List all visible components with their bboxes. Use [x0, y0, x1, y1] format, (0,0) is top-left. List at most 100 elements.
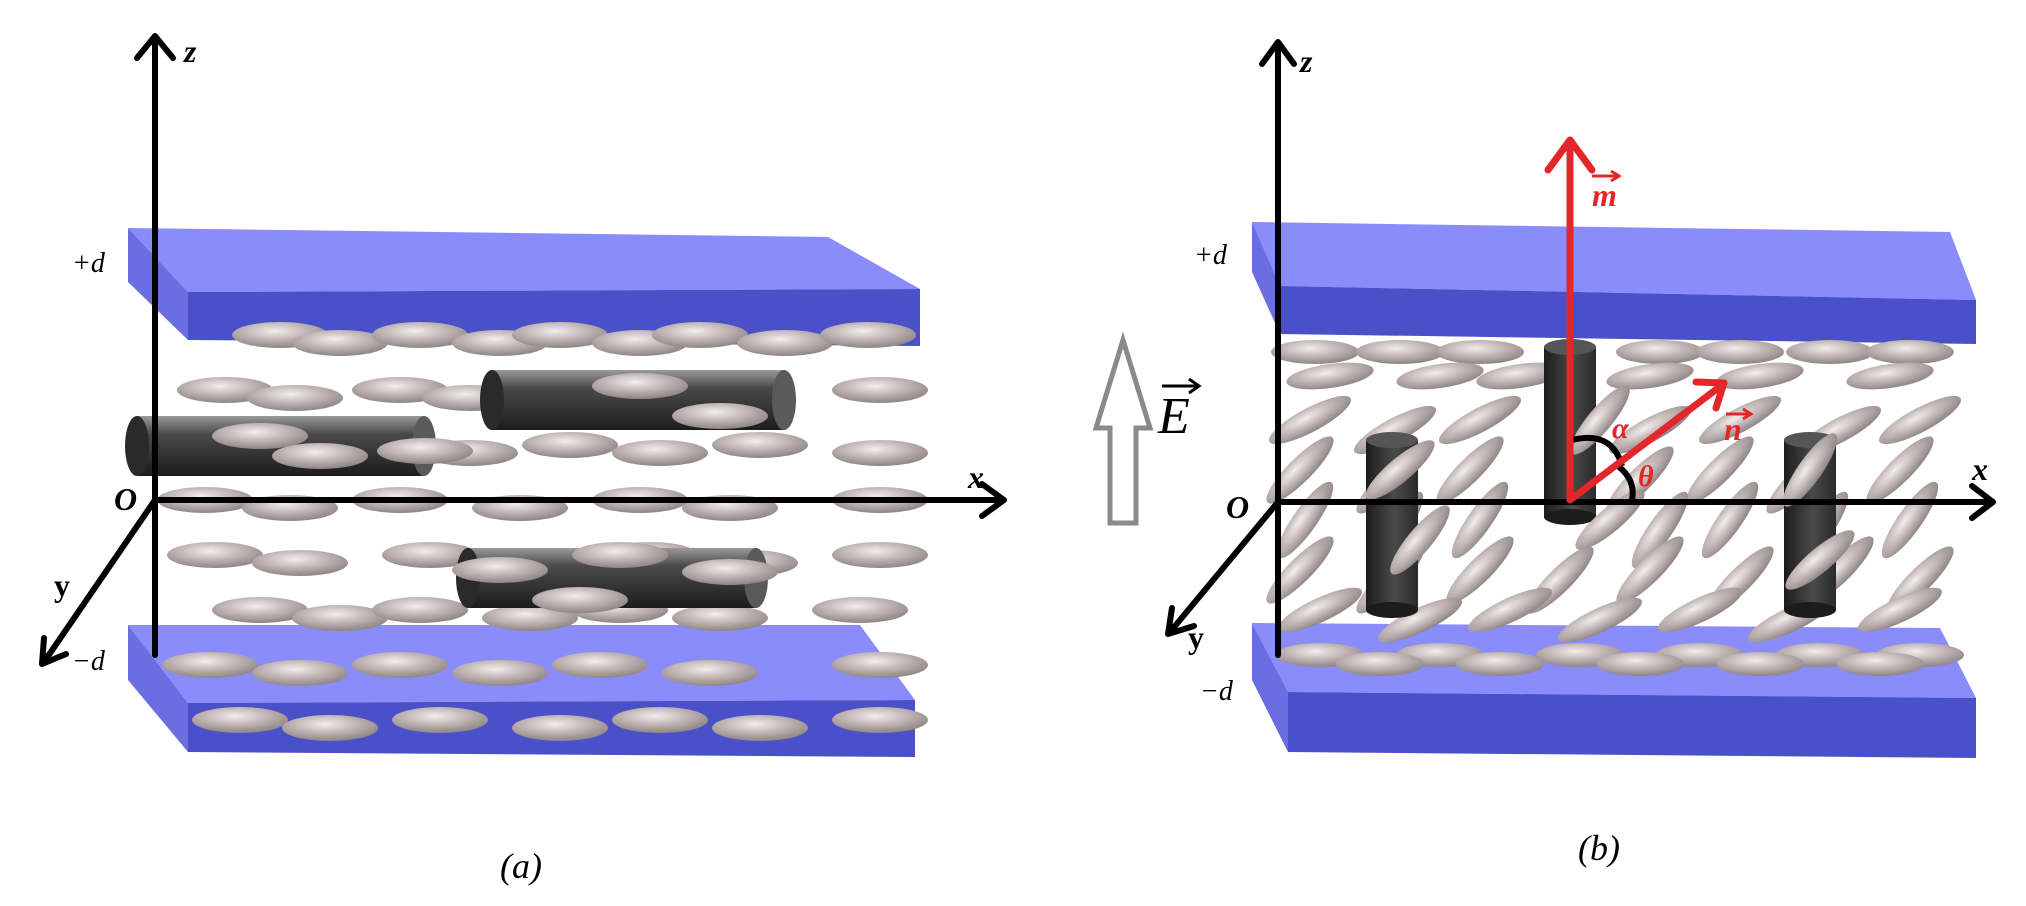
theta-label: θ — [1638, 460, 1654, 493]
molecule — [682, 559, 778, 585]
molecule — [162, 652, 258, 678]
molecule — [1446, 536, 1514, 604]
molecule — [1596, 652, 1684, 676]
molecule — [1378, 597, 1462, 643]
molecule — [672, 605, 768, 631]
panel-a: z x y O +d −d (a) — [39, 33, 1007, 886]
molecule — [832, 440, 928, 466]
molecule — [1785, 530, 1855, 590]
panel-b: z x y O +d −d (b) m n α θ — [1165, 39, 1996, 868]
molecule — [1268, 395, 1352, 445]
molecule — [282, 715, 378, 741]
molecule — [392, 707, 488, 733]
molecule — [652, 322, 748, 348]
molecule — [1456, 652, 1544, 676]
x-axis-label: x — [967, 459, 984, 495]
molecule — [512, 322, 608, 348]
molecule — [612, 440, 708, 466]
molecule — [1782, 433, 1838, 507]
bottom-plate-label: −d — [72, 646, 106, 677]
x-axis-label: x — [1971, 451, 1988, 487]
y-axis-label: y — [1188, 619, 1204, 655]
vector-m — [1544, 136, 1596, 504]
molecule — [1575, 490, 1645, 550]
molecule — [1438, 395, 1522, 445]
axes — [39, 33, 1007, 667]
axes — [1165, 39, 1996, 658]
molecule — [292, 330, 388, 356]
molecule — [212, 597, 308, 623]
molecule — [272, 443, 368, 469]
molecule — [247, 385, 343, 411]
vector-n — [1566, 378, 1728, 504]
molecule — [252, 550, 348, 576]
top-plate-label: +d — [1194, 240, 1228, 271]
molecule — [292, 605, 388, 631]
molecule — [1608, 405, 1692, 455]
molecule — [812, 597, 908, 623]
molecule — [1468, 587, 1552, 633]
molecule — [832, 652, 928, 678]
molecule — [192, 707, 288, 733]
molecule — [1336, 652, 1424, 676]
molecule — [1436, 340, 1524, 364]
z-axis-label: z — [183, 33, 197, 69]
molecule — [452, 660, 548, 686]
molecule — [1716, 362, 1804, 390]
molecule — [832, 542, 928, 568]
molecule — [1698, 395, 1782, 445]
molecule — [372, 597, 468, 623]
molecule — [1396, 362, 1484, 390]
molecule — [1278, 587, 1362, 633]
molecule — [1436, 436, 1504, 504]
molecule — [377, 438, 473, 464]
molecule — [1836, 652, 1924, 676]
molecule — [512, 715, 608, 741]
origin-label: O — [114, 481, 137, 517]
molecule — [1686, 436, 1754, 504]
molecule — [1716, 652, 1804, 676]
vector-m-label: m — [1592, 177, 1617, 213]
molecule — [1786, 340, 1874, 364]
electric-field-arrow — [1092, 331, 1154, 526]
molecule — [1616, 536, 1684, 604]
molecule — [612, 707, 708, 733]
molecule — [212, 423, 308, 449]
molecule — [1631, 491, 1689, 569]
molecule — [820, 322, 916, 348]
origin-label: O — [1226, 489, 1249, 525]
field-vector-arrow-icon — [1162, 377, 1202, 395]
molecule — [1266, 536, 1334, 604]
molecule — [532, 587, 628, 613]
molecule — [572, 542, 668, 568]
molecule — [1616, 340, 1704, 364]
caption-a: (a) — [500, 846, 542, 886]
molecule — [372, 322, 468, 348]
molecule — [1356, 340, 1444, 364]
molecule — [1846, 362, 1934, 390]
z-axis-label: z — [1299, 43, 1313, 79]
molecule — [1866, 436, 1934, 504]
vector-n-label: n — [1724, 411, 1742, 447]
molecule — [167, 542, 263, 568]
molecule — [552, 652, 648, 678]
molecule — [1878, 395, 1962, 445]
vector-m-arrow-icon — [1592, 169, 1622, 183]
molecule — [382, 542, 478, 568]
molecule — [252, 660, 348, 686]
molecule — [452, 557, 548, 583]
bottom-plate — [1252, 623, 1976, 758]
molecule — [1558, 597, 1642, 643]
molecule — [1696, 340, 1784, 364]
molecule — [522, 432, 618, 458]
alpha-label: α — [1612, 412, 1629, 445]
theta-arc — [1616, 463, 1636, 501]
molecule — [1658, 587, 1742, 633]
vector-n-arrow-icon — [1726, 407, 1754, 421]
molecule — [1271, 340, 1359, 364]
y-axis-label: y — [54, 567, 70, 603]
bottom-plate — [128, 625, 915, 757]
molecule — [1365, 440, 1435, 500]
molecule — [1266, 436, 1334, 504]
